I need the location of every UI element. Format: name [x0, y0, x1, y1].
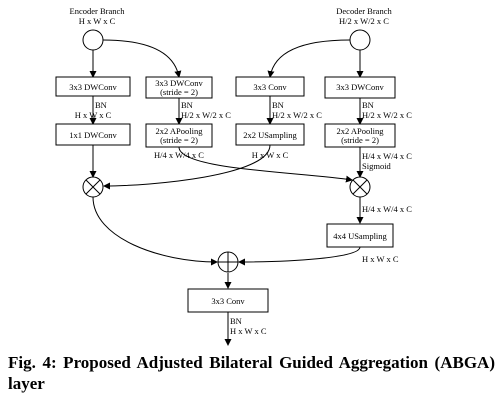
encoder-input-node: [82, 29, 104, 51]
encoder-branch-title: Encoder Branch: [70, 6, 126, 16]
final-bn: BN: [230, 316, 242, 326]
decoder-input-node: [349, 29, 371, 51]
left-mult-to-add-arrow: [92, 196, 218, 266]
dec-conv-dims: H/2 x W/2 x C: [272, 110, 322, 120]
enc-s2-bn: BN: [181, 100, 193, 110]
figure-caption: Fig. 4: Proposed Adjusted Bilateral Guid…: [8, 353, 495, 393]
final-conv-label: 3x3 Conv: [211, 296, 245, 306]
enc-apool-label: 2x2 APooling: [156, 126, 204, 136]
usample4-out-dims: H x W x C: [362, 254, 399, 264]
dec-conv-bn: BN: [272, 100, 284, 110]
dec-conv-block: [235, 76, 305, 97]
decoder-branch-title: Decoder Branch: [336, 6, 392, 16]
enc-to-dwconv-s2-arrow: [102, 39, 182, 78]
dec-usample-to-left-mult-arrow: [103, 144, 271, 190]
dec-apool-out-dims: H/4 x W/4 x C: [362, 151, 412, 161]
add-node: [217, 251, 239, 273]
dec-dwconv-block: [324, 76, 396, 99]
dec-apool-stride: (stride = 2): [341, 135, 379, 145]
dec-usample-block: [235, 123, 305, 146]
dec-conv-label: 3x3 Conv: [253, 82, 287, 92]
dec-apool-label: 2x2 APooling: [337, 126, 385, 136]
dec-dwconv-dims: H/2 x W/2 x C: [362, 110, 412, 120]
usample4-label: 4x4 USampling: [333, 231, 387, 241]
enc-dwconv-block: [55, 76, 131, 97]
usample4-block: [326, 223, 394, 248]
final-conv-block: [187, 288, 269, 313]
enc-apool-to-right-mult-arrow: [178, 146, 353, 183]
left-multiply-node: [82, 176, 104, 198]
right-multiply-node: [349, 176, 371, 198]
enc-s2-dims: H/2 x W/2 x C: [181, 110, 231, 120]
dec-to-conv-arrow: [267, 39, 351, 78]
dec-apool-block: [324, 123, 396, 148]
enc-dwconv-s2-stride: (stride = 2): [160, 87, 198, 97]
enc-1x1-label: 1x1 DWConv: [69, 130, 117, 140]
usample-to-add-arrow: [238, 246, 361, 266]
abga-diagram: Encoder Branch H x W x C Decoder Branch …: [55, 6, 412, 346]
decoder-branch-dims: H/2 x W/2 x C: [339, 16, 389, 26]
enc-dwconv-bn: BN: [95, 100, 107, 110]
sigmoid-label: Sigmoid: [362, 161, 392, 171]
dec-dwconv-label: 3x3 DWConv: [336, 82, 384, 92]
enc-apool-out-dims: H/4 x W/4 x C: [154, 150, 204, 160]
dec-usample-out-dims: H x W x C: [252, 150, 289, 160]
enc-apool-stride: (stride = 2): [160, 135, 198, 145]
enc-dwconv-s2-block: [145, 76, 213, 99]
right-mult-out-dims: H/4 x W/4 x C: [362, 204, 412, 214]
enc-dwconv-label: 3x3 DWConv: [69, 82, 117, 92]
enc-apool-block: [145, 123, 213, 148]
enc-1x1-block: [55, 123, 131, 146]
encoder-branch-dims: H x W x C: [79, 16, 116, 26]
dec-dwconv-bn: BN: [362, 100, 374, 110]
dec-usample-label: 2x2 USampling: [243, 130, 297, 140]
enc-dwconv-dims: H x W x C: [75, 110, 112, 120]
connector-lines: [89, 39, 364, 346]
enc-dwconv-s2-label: 3x3 DWConv: [155, 78, 203, 88]
final-out-dims: H x W x C: [230, 326, 267, 336]
